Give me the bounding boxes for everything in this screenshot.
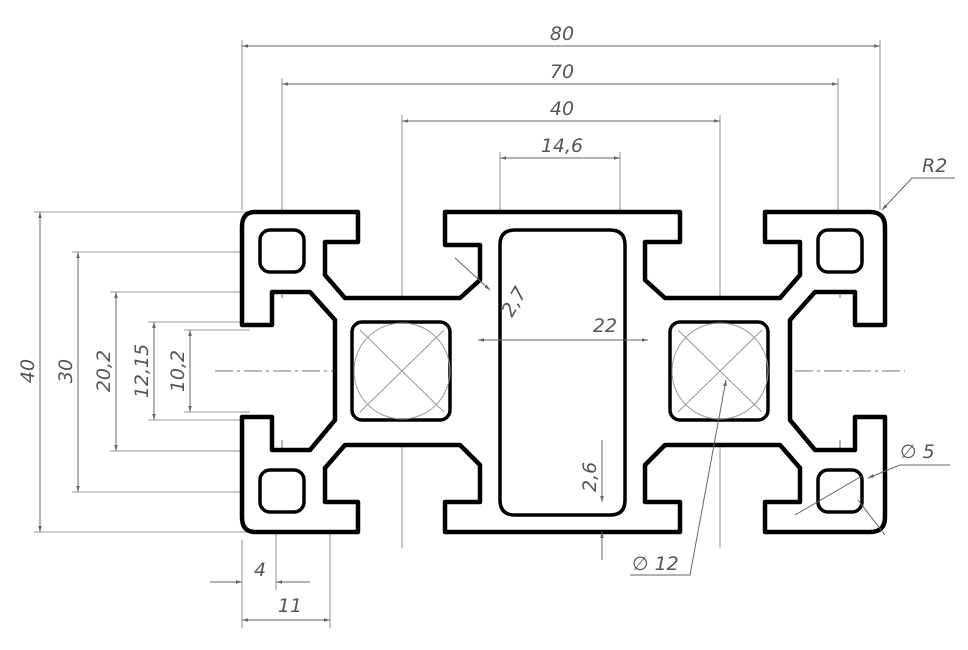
dim-10-2: 10,2 <box>167 350 189 392</box>
dim-80: 80 <box>550 23 574 45</box>
dim-4: 4 <box>254 559 266 581</box>
dim-12-15: 12,15 <box>131 344 153 398</box>
dim-11: 11 <box>278 595 302 617</box>
dim-dia-12: ∅ 12 <box>632 553 679 575</box>
dim-14-6: 14,6 <box>541 135 583 157</box>
dim-70: 70 <box>550 61 574 83</box>
dim-2-6: 2,6 <box>579 462 601 492</box>
profile-cavities <box>258 228 864 517</box>
dim-r2: R2 <box>922 155 947 177</box>
dim-40-vertical: 40 <box>17 359 39 383</box>
dim-20-2: 20,2 <box>93 350 115 392</box>
dim-22: 22 <box>593 315 617 337</box>
dim-dia-5: ∅ 5 <box>900 441 935 463</box>
dim-30: 30 <box>55 359 77 383</box>
dimension-lines <box>38 44 955 622</box>
dim-40-horizontal: 40 <box>550 98 574 120</box>
